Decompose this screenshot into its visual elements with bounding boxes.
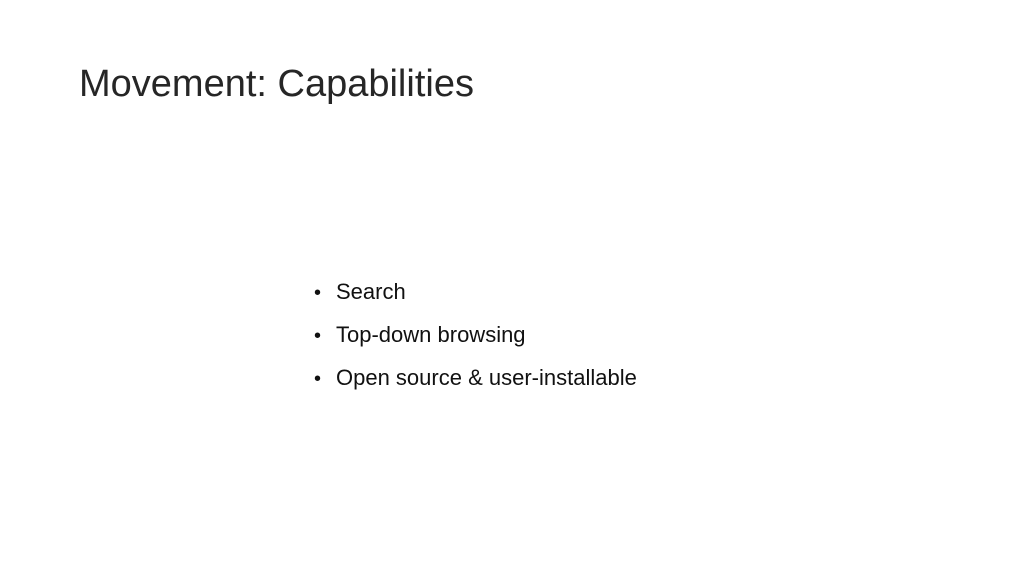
list-item: • Top-down browsing	[314, 320, 637, 363]
bullet-icon: •	[314, 325, 322, 347]
bullet-icon: •	[314, 368, 322, 390]
slide-title: Movement: Capabilities	[79, 63, 474, 105]
bullet-text: Top-down browsing	[336, 322, 526, 347]
bullet-text: Open source & user-installable	[336, 365, 637, 390]
list-item: • Open source & user-installable	[314, 363, 637, 406]
bullet-list: • Search • Top-down browsing • Open sour…	[314, 277, 637, 406]
bullet-icon: •	[314, 282, 322, 304]
list-item: • Search	[314, 277, 637, 320]
bullet-text: Search	[336, 279, 406, 304]
